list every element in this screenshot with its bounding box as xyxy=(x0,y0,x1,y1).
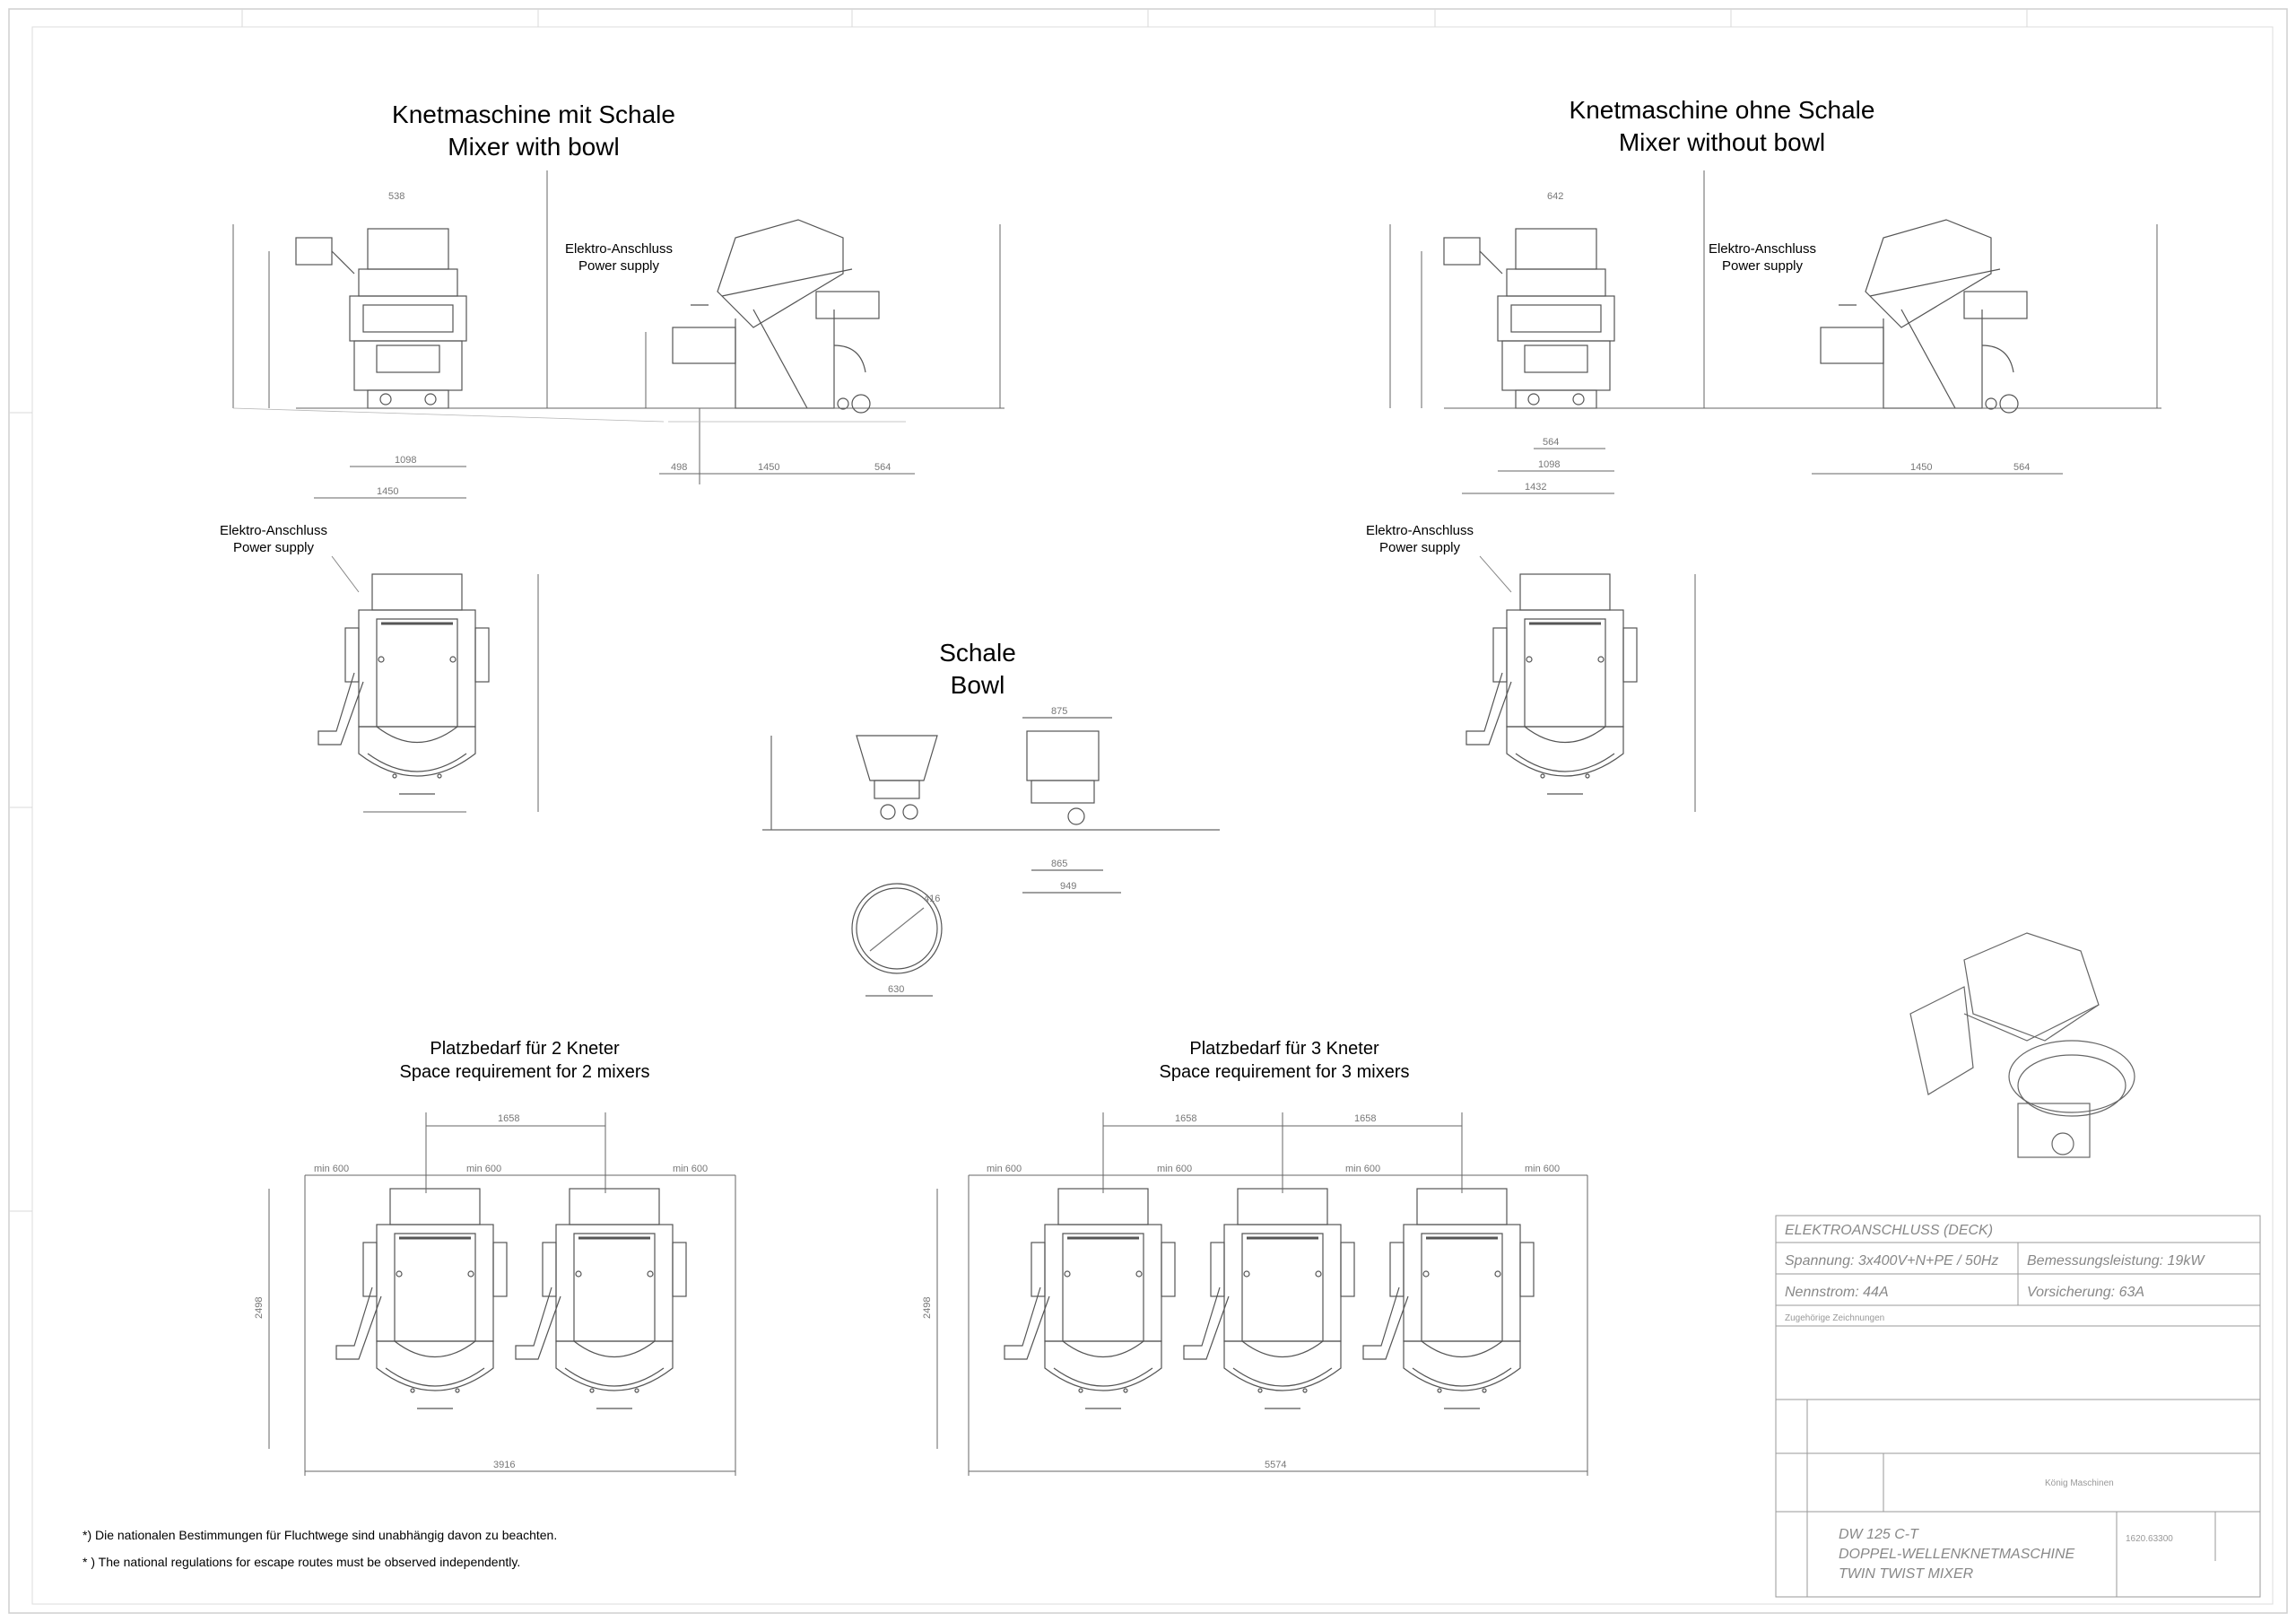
mixer-with-bowl-elevations: 538 1098 1450 1450 564 498 xyxy=(232,170,1004,499)
svg-text:949: 949 xyxy=(1060,881,1076,892)
tb-fuse: Vorsicherung: 63A xyxy=(2027,1285,2144,1300)
svg-text:min 600: min 600 xyxy=(466,1164,501,1174)
bowl-views xyxy=(762,717,1220,997)
tb-voltage: Spannung: 3x400V+N+PE / 50Hz xyxy=(1785,1253,1998,1269)
mixer-with-bowl-title: Knetmaschine mit Schale Mixer with bowl xyxy=(332,99,735,163)
space-three-mixers: 1658 1658 min 600 min 600 min 600 min 60… xyxy=(922,1112,1588,1476)
svg-text:1450: 1450 xyxy=(1910,462,1932,473)
svg-text:416: 416 xyxy=(924,894,940,904)
power-callout-2-en: Power supply xyxy=(1721,258,1804,274)
power-callout-3-de: Elektro-Anschluss xyxy=(219,523,328,538)
svg-text:564: 564 xyxy=(1543,437,1559,448)
svg-text:min 600: min 600 xyxy=(1157,1164,1192,1174)
space-two-title-de: Platzbedarf für 2 Kneter xyxy=(430,1039,620,1059)
plan-view-right xyxy=(1465,555,1696,812)
svg-text:min 600: min 600 xyxy=(987,1164,1022,1174)
power-callout-3: Elektro-Anschluss Power supply xyxy=(184,522,363,556)
svg-text:1450: 1450 xyxy=(377,486,398,497)
power-callout-2-de: Elektro-Anschluss xyxy=(1708,241,1817,257)
bowl-title-de: Schale xyxy=(939,639,1016,667)
tb-rated-power: Bemessungsleistung: 19kW xyxy=(2027,1253,2205,1269)
title-block xyxy=(1775,1215,2261,1598)
mixer-without-bowl-title-de: Knetmaschine ohne Schale xyxy=(1569,96,1875,124)
svg-text:875: 875 xyxy=(1051,706,1067,717)
mixer-with-bowl-title-de: Knetmaschine mit Schale xyxy=(392,100,675,128)
svg-text:564: 564 xyxy=(874,462,891,473)
tb-current: Nennstrom: 44A xyxy=(1785,1285,1889,1300)
space-three-title: Platzbedarf für 3 Kneter Space requireme… xyxy=(1105,1037,1464,1084)
svg-text:1658: 1658 xyxy=(1354,1113,1376,1124)
svg-text:642: 642 xyxy=(1547,191,1563,202)
space-three-title-de: Platzbedarf für 3 Kneter xyxy=(1189,1039,1379,1059)
tb-company: König Maschinen xyxy=(2045,1478,2114,1488)
svg-text:1098: 1098 xyxy=(1538,459,1560,470)
svg-text:min 600: min 600 xyxy=(1345,1164,1380,1174)
space-two-mixers: 1658 min 600 min 600 min 600 3916 2498 xyxy=(254,1112,736,1476)
svg-text:498: 498 xyxy=(671,462,687,473)
power-callout-4: Elektro-Anschluss Power supply xyxy=(1330,522,1509,556)
bowl-title: Schale Bowl xyxy=(843,637,1112,702)
svg-text:2498: 2498 xyxy=(922,1297,933,1319)
tb-drawing-no: 1620.63300 xyxy=(2126,1534,2173,1544)
mixer-without-bowl-title-en: Mixer without bowl xyxy=(1618,128,1826,156)
plan-view-left xyxy=(317,555,539,813)
isometric-view xyxy=(1909,932,2135,1158)
svg-text:3916: 3916 xyxy=(493,1460,515,1470)
svg-text:1450: 1450 xyxy=(758,462,779,473)
power-callout-4-en: Power supply xyxy=(1378,540,1461,555)
note-escape-routes-en: * ) The national regulations for escape … xyxy=(83,1555,521,1569)
svg-text:5574: 5574 xyxy=(1265,1460,1286,1470)
tb-header: ELEKTROANSCHLUSS (DECK) xyxy=(1785,1223,1993,1238)
mixer-with-bowl-title-en: Mixer with bowl xyxy=(448,133,620,161)
svg-text:865: 865 xyxy=(1051,859,1067,869)
bowl-title-en: Bowl xyxy=(950,671,1005,699)
svg-text:min 600: min 600 xyxy=(1525,1164,1560,1174)
power-callout-4-de: Elektro-Anschluss xyxy=(1365,523,1474,538)
note-escape-routes-de: *) Die nationalen Bestimmungen für Fluch… xyxy=(83,1528,558,1542)
svg-text:min 600: min 600 xyxy=(314,1164,349,1174)
power-callout-1-en: Power supply xyxy=(578,258,660,274)
svg-text:538: 538 xyxy=(388,191,404,202)
tb-name-de: DOPPEL-WELLENKNETMASCHINE xyxy=(1839,1547,2074,1562)
tb-model: DW 125 C-T xyxy=(1839,1527,1919,1542)
svg-text:630: 630 xyxy=(888,984,904,995)
tb-name-en: TWIN TWIST MIXER xyxy=(1839,1566,1974,1582)
space-two-title: Platzbedarf für 2 Kneter Space requireme… xyxy=(345,1037,704,1084)
svg-text:1432: 1432 xyxy=(1525,482,1546,493)
power-callout-1: Elektro-Anschluss Power supply xyxy=(529,240,709,275)
svg-text:2498: 2498 xyxy=(254,1297,265,1319)
power-callout-3-en: Power supply xyxy=(232,540,315,555)
svg-text:1658: 1658 xyxy=(498,1113,519,1124)
space-two-title-en: Space requirement for 2 mixers xyxy=(399,1062,650,1082)
mixer-without-bowl-title: Knetmaschine ohne Schale Mixer without b… xyxy=(1520,94,1924,159)
power-callout-2: Elektro-Anschluss Power supply xyxy=(1673,240,1852,275)
tb-related: Zugehörige Zeichnungen xyxy=(1785,1313,1884,1323)
svg-text:1658: 1658 xyxy=(1175,1113,1196,1124)
space-three-title-en: Space requirement for 3 mixers xyxy=(1159,1062,1410,1082)
mixer-without-bowl-elevations: 642 564 1098 1432 1450 564 xyxy=(1389,170,2161,494)
svg-text:min 600: min 600 xyxy=(673,1164,708,1174)
power-callout-1-de: Elektro-Anschluss xyxy=(564,241,674,257)
svg-text:564: 564 xyxy=(2013,462,2030,473)
svg-text:1098: 1098 xyxy=(395,455,416,466)
